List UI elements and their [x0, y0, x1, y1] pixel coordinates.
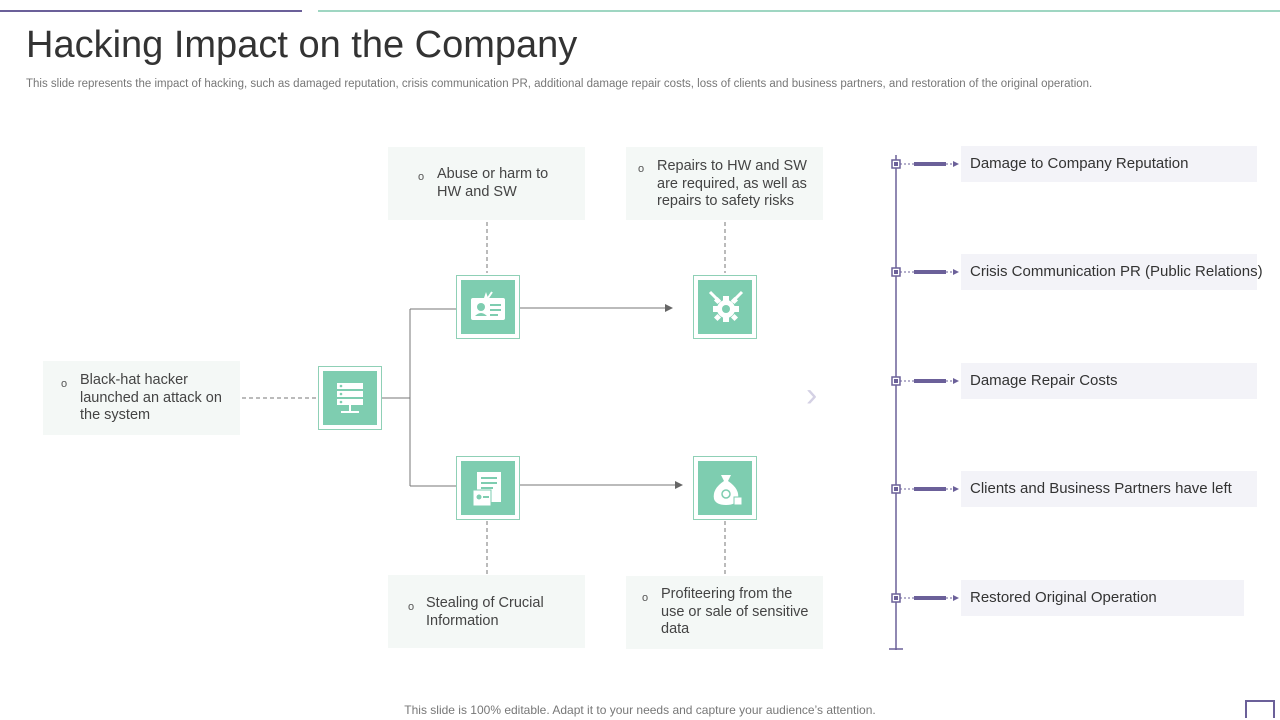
impact-item: Clients and Business Partners have left	[961, 471, 1257, 507]
page-subtitle: This slide represents the impact of hack…	[26, 78, 1093, 90]
bullet: o	[418, 171, 425, 183]
money-bag-icon-tile	[693, 456, 757, 520]
profiteering-box: o Profiteering from the use or sale of s…	[626, 576, 823, 649]
money-bag-icon	[713, 475, 743, 506]
id-card-icon	[471, 291, 505, 320]
repairs-text: Repairs to HW and SW are required, as we…	[657, 158, 807, 209]
bullet: o	[642, 592, 649, 604]
impact-item: Restored Original Operation	[961, 580, 1244, 616]
impact-item: Damage Repair Costs	[961, 363, 1257, 399]
profiteering-text: Profiteering from the use or sale of sen…	[661, 586, 809, 637]
impact-item: Damage to Company Reputation	[961, 146, 1257, 182]
chevron-right-icon: ›	[806, 376, 818, 414]
stealing-box: o Stealing of Crucial Information	[388, 575, 585, 648]
page-title: Hacking Impact on the Company	[26, 24, 578, 66]
document-icon	[472, 472, 501, 507]
start-text: Black-hat hacker launched an attack on t…	[80, 372, 222, 423]
bullet: o	[408, 601, 415, 613]
top-accent-line-purple	[0, 10, 302, 12]
repairs-box: o Repairs to HW and SW are required, as …	[626, 147, 823, 220]
top-accent-line-green	[318, 10, 1280, 12]
abuse-box: o Abuse or harm to HW and SW	[388, 147, 585, 220]
document-icon-tile	[456, 456, 520, 520]
abuse-text: Abuse or harm to HW and SW	[437, 166, 549, 200]
start-box: o Black-hat hacker launched an attack on…	[43, 361, 240, 435]
monitor-icon	[1245, 700, 1275, 718]
impact-item: Crisis Communication PR (Public Relation…	[961, 254, 1263, 290]
server-icon	[337, 383, 363, 413]
timeline-nodes	[891, 159, 959, 603]
id-card-icon-tile	[456, 275, 520, 339]
server-icon-tile	[318, 366, 382, 430]
footer-note: This slide is 100% editable. Adapt it to…	[404, 703, 876, 717]
gear-wrench-icon-tile	[693, 275, 757, 339]
bullet: o	[638, 163, 645, 175]
gear-wrench-icon	[708, 290, 744, 322]
bullet: o	[61, 378, 68, 390]
stealing-text: Stealing of Crucial Information	[426, 595, 544, 629]
